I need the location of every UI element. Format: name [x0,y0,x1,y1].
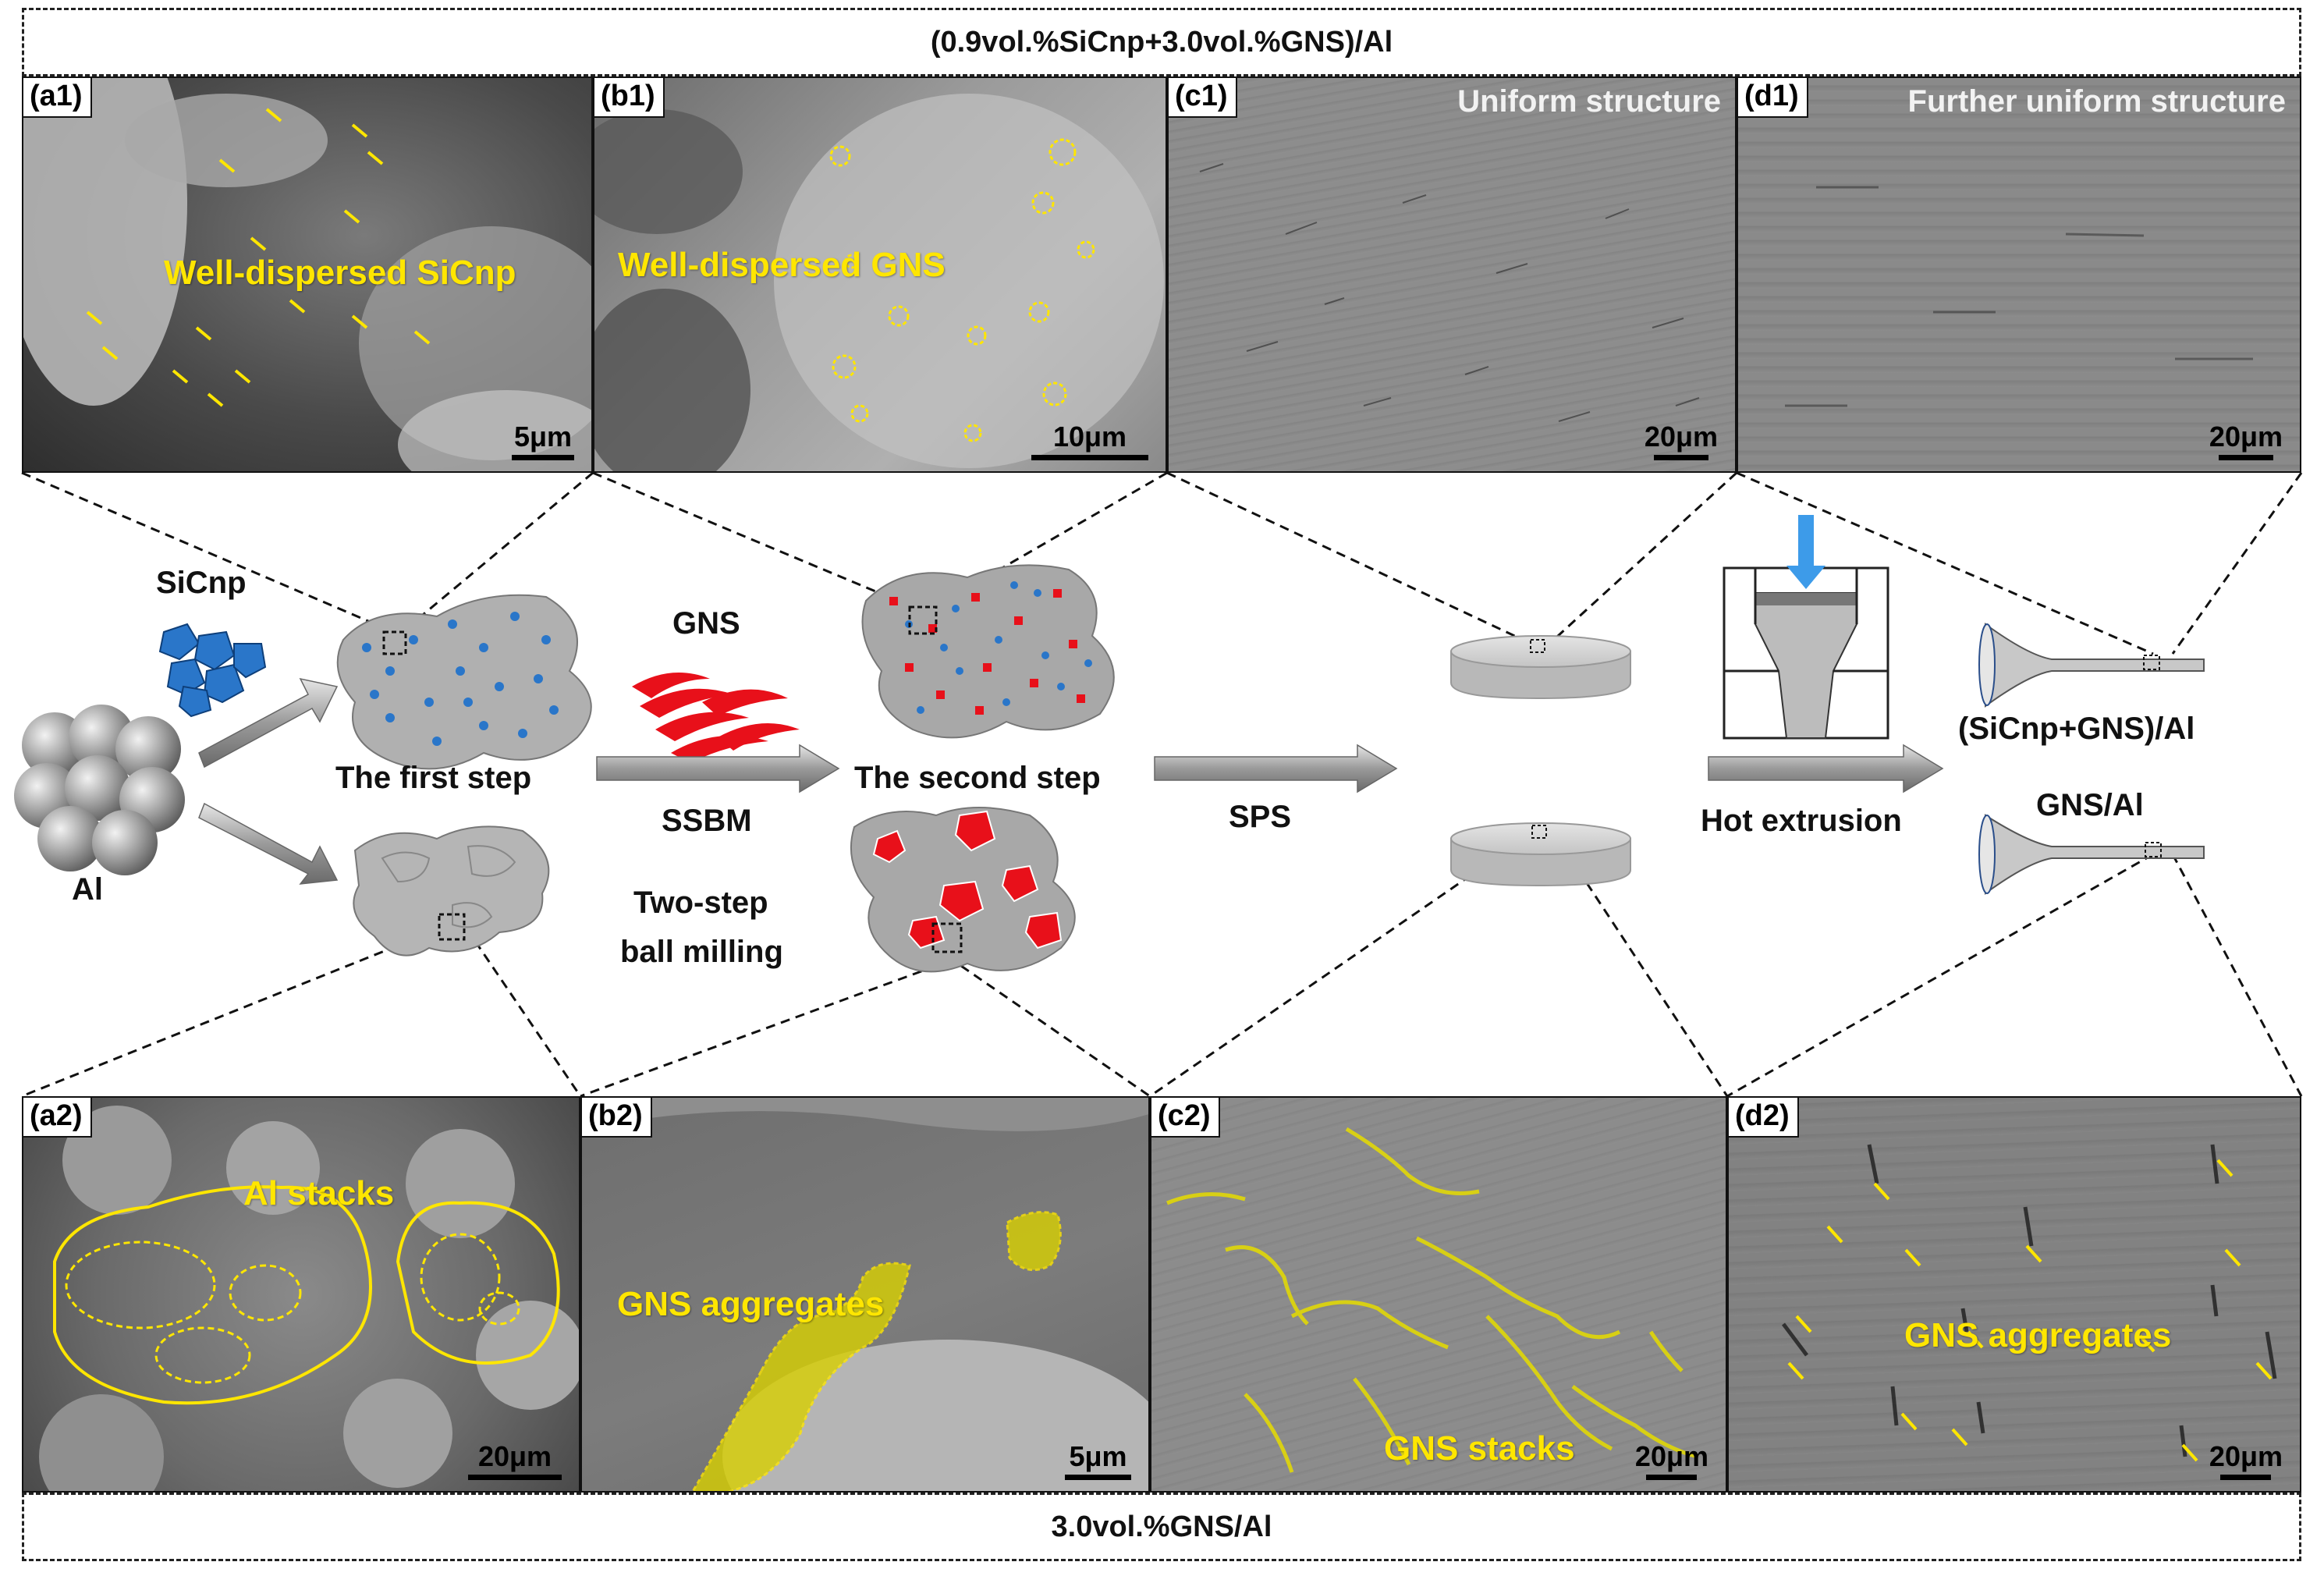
panel-c2-label: (c2) [1151,1098,1220,1138]
panel-d1-title: Further uniform structure [1907,84,2286,119]
extruded-rod-bottom [1978,814,2205,895]
label-al: Al [72,872,103,907]
arrow-al-to-gns-route [198,802,339,885]
press-arrow-icon [1786,515,1825,589]
d1-texture [1785,186,2253,407]
bottom-banner-frame [22,1493,2301,1561]
bottom-banner-title: 3.0vol.%GNS/Al [1051,1510,1272,1543]
label-hot-extrusion: Hot extrusion [1701,804,1902,838]
label-first-step: The first step [335,761,532,795]
panel-d1-label: (d1) [1738,78,1808,118]
label-sps: SPS [1229,800,1292,834]
panel-c2-annotation: GNS stacks [1384,1429,1575,1468]
panel-d2-label: (d2) [1729,1098,1799,1138]
panel-b2: (b2) GNS aggregates 5μm [580,1096,1150,1493]
label-gns: GNS [672,606,740,641]
label-product-sicnp-gns-al: (SiCnp+GNS)/Al [1958,712,2195,746]
panel-a1-annotation: Well-dispersed SiCnp [164,254,516,292]
top-banner-frame [22,8,2301,76]
arrow-sps [1154,744,1398,793]
b2-texture [582,1098,1148,1491]
panel-c1: (c1) Uniform structure 20μm [1167,76,1737,473]
panel-b1-scalebar: 10μm [1031,421,1148,460]
panel-d2-scalebar: 20μm [2209,1440,2283,1480]
label-ball-milling: ball milling [620,935,783,969]
label-two-step: Two-step [633,886,768,920]
panel-a1-scale-label: 5μm [513,421,573,453]
panel-d2: (d2) GNS aggregates 20μm [1727,1096,2301,1493]
panel-b1-annotation: Well-dispersed GNS [618,246,946,284]
panel-a1-label: (a1) [23,78,92,118]
c2-texture [1166,1127,1698,1473]
extruded-rod-top [1978,623,2205,708]
d2-texture [1782,1144,2277,1462]
label-sicnp: SiCnp [156,566,247,600]
panel-b1: (b1) Well-dispersed GNS 10μm [593,76,1167,473]
panel-d1-scalebar: 20μm [2209,421,2283,460]
panel-c2: (c2) GNS stacks 20μm [1150,1096,1727,1493]
a1-texture [23,78,591,471]
al-powder-spheres [14,705,185,875]
panel-a1-scalebar: 5μm [512,421,574,460]
second-step-gns-route-particles [850,807,1076,973]
arrow-al-to-step1 [198,677,339,769]
panel-d2-annotation: GNS aggregates [1904,1316,2172,1354]
panel-d1-scale-label: 20μm [2209,421,2283,453]
first-step-gns-route-particles [353,825,550,957]
panel-a2-label: (a2) [23,1098,92,1138]
arrow-ssbm [596,744,840,793]
panel-b2-label: (b2) [582,1098,652,1138]
panel-b1-label: (b1) [594,78,665,118]
label-product-gns-al: GNS/Al [2036,788,2144,822]
c1-texture [1199,163,1700,422]
panel-a1: (a1) Well-dispersed SiCnp 5μm [22,76,593,473]
sintered-disk-bottom [1450,822,1631,887]
panel-b2-scale-label: 5μm [1069,1440,1127,1472]
arrow-hot-extrusion [1708,744,1944,793]
panel-b2-annotation: GNS aggregates [617,1285,885,1323]
sintered-disk-top [1450,635,1631,700]
b1-texture [594,94,1164,471]
top-banner-title: (0.9vol.%SiCnp+3.0vol.%GNS)/Al [930,25,1393,59]
panel-d1: (d1) Further uniform structure 20μm [1737,76,2301,473]
panel-d2-scale-label: 20μm [2209,1440,2283,1472]
panel-c1-scalebar: 20μm [1645,421,1718,460]
panel-b2-scalebar: 5μm [1065,1440,1131,1480]
panel-a2-scalebar: 20μm [468,1440,562,1480]
panel-b1-scale-label: 10μm [1052,421,1127,453]
panel-c1-scale-label: 20μm [1644,421,1718,453]
panel-c2-scale-label: 20μm [1634,1440,1708,1472]
panel-a2-annotation: Al stacks [243,1174,395,1212]
first-step-particles [336,594,592,770]
second-step-particles [861,564,1115,739]
label-second-step: The second step [854,761,1101,795]
panel-a2: (a2) Al stacks 20μm [22,1096,580,1493]
label-ssbm: SSBM [662,804,752,838]
panel-c2-scalebar: 20μm [1635,1440,1708,1480]
gns-flakes-icon [632,673,800,763]
extrusion-die [1723,566,1889,740]
panel-a2-scale-label: 20μm [477,1440,552,1472]
panel-c1-title: Uniform structure [1457,84,1721,119]
panel-c1-label: (c1) [1169,78,1237,118]
sicnp-cluster-icon [158,623,267,718]
